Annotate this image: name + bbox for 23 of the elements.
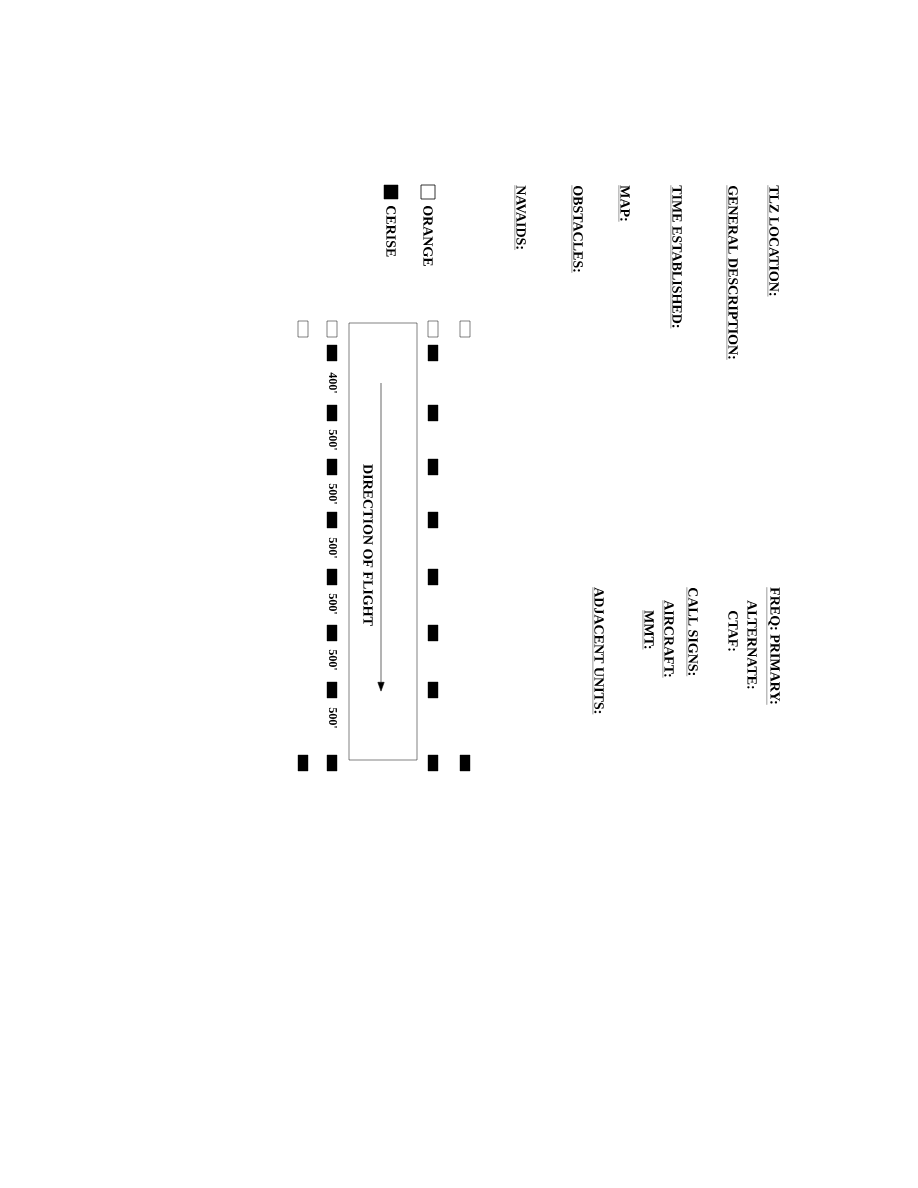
field-label: NAVAIDS: [514,185,526,251]
distance-label: 500' [328,483,338,504]
distance-label: 500' [328,537,338,558]
field-label: AIRCRAFT: [662,600,674,678]
field-label: CALL SIGNS: [686,587,698,677]
legend-text: ORANGE [423,205,433,266]
distance-label: 500' [328,649,338,670]
field-label: CTAF: [728,610,738,651]
field-label: TIME ESTABLISHED: [670,185,682,329]
field-label: MAP: [618,185,630,222]
field-label: ALTERNATE: [747,600,757,689]
distance-label: 500' [328,707,338,728]
field-label: GENERAL DESCRIPTION: [726,185,738,361]
distance-label: 500' [328,593,338,614]
field-label: MMT: [642,610,654,650]
legend-text: CERISE [386,205,396,257]
field-label: OBSTACLES: [571,185,583,274]
distance-label: 500' [328,429,338,450]
field-label: TLZ LOCATION: [767,185,779,297]
field-label: FREQ: PRIMARY: [766,587,780,705]
landing-zone-box: DIRECTION OF FLIGHT [348,322,418,761]
field-label: ADJACENT UNITS: [592,587,604,715]
distance-label: 400' [328,372,338,393]
